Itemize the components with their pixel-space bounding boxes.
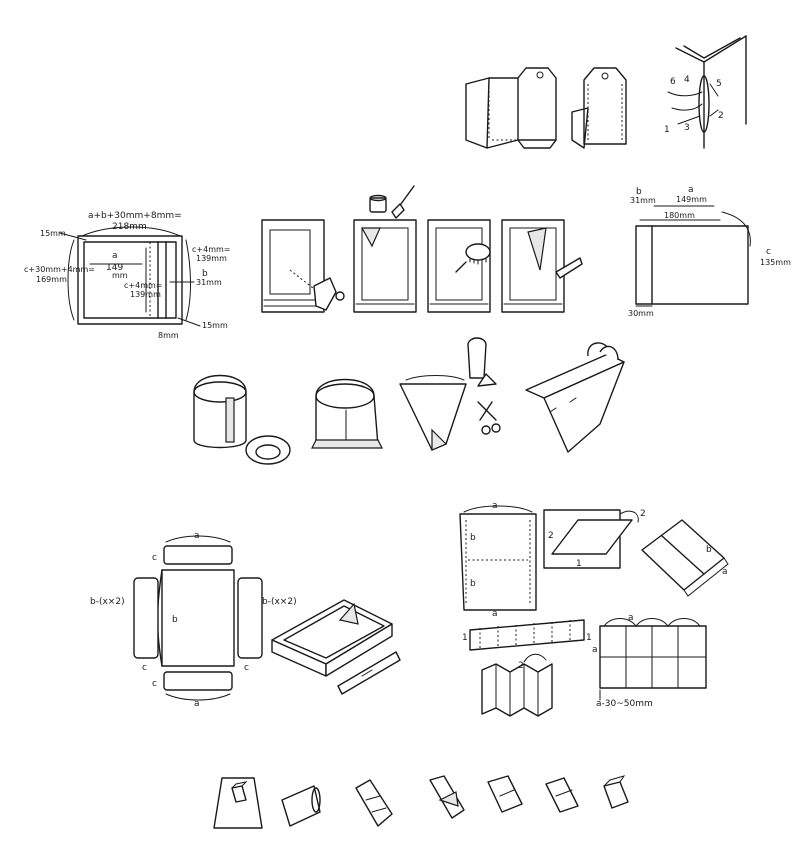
cover-a-letter: a — [688, 185, 694, 195]
tube-and-tape — [193, 374, 291, 465]
box-plan-corner-bottom: 15mm — [202, 321, 228, 330]
fold-left-b1: b — [470, 533, 476, 543]
scissors-icon — [477, 401, 501, 435]
binding-stitch: 6 4 5 2 1 3 — [664, 35, 747, 149]
binding-step-3: 3 — [684, 123, 690, 133]
tray-inner-b: b — [172, 615, 178, 625]
box-plan-inner-formula: c+4mm= — [124, 281, 162, 290]
fold-strip-1b: 1 — [586, 633, 592, 643]
brush-icon — [391, 185, 415, 219]
box-plan-bottom-8: 8mm — [158, 331, 179, 340]
tape-roll-icon — [245, 435, 291, 465]
tray-left-b: b-(x×2) — [90, 597, 125, 607]
box-plan-a-value: 149 — [106, 263, 123, 273]
tray-bottom-c: c — [152, 679, 157, 689]
fold-grid-a: a — [628, 613, 634, 623]
cover-c-value: 135mm — [760, 258, 791, 267]
binding-step-1: 1 — [664, 125, 670, 135]
fold-book-a: a — [722, 567, 728, 577]
tray-bottom-a: a — [194, 699, 200, 709]
glue-pot-icon — [369, 194, 387, 213]
folding-sequence — [213, 775, 629, 829]
fold-step-2b: 2 — [548, 531, 554, 541]
box-plan-left-formula: c+30mm+4mm= — [24, 265, 95, 274]
binding-step-2: 2 — [718, 111, 724, 121]
tray-net: a c a b-(x×2) b b-(x×2) c c c a — [90, 531, 297, 709]
fold-grid-a-side: a — [592, 645, 598, 655]
tray-top-c: c — [152, 553, 157, 563]
strap-piece-icon — [467, 337, 487, 379]
cone-cut — [399, 337, 501, 451]
cover-b-letter: b — [636, 187, 642, 197]
fold-strip-1: 1 — [462, 633, 468, 643]
box-plan-b-value: 31mm — [196, 278, 222, 287]
fold-left-b2: b — [470, 579, 476, 589]
box-plan-b-letter: b — [202, 269, 208, 279]
tube-cover — [311, 378, 383, 449]
gluing-steps — [261, 185, 583, 313]
fold-left-a: a — [492, 609, 498, 619]
fold-book-b: b — [706, 545, 712, 555]
cover-b-value: 31mm — [630, 196, 656, 205]
box-plan-corner-top: 15mm — [40, 229, 66, 238]
box-net — [465, 67, 557, 149]
fold-step-2a: 2 — [640, 509, 646, 519]
cover-top-value: 180mm — [664, 211, 695, 220]
tag-piece — [571, 67, 627, 149]
cutter-icon — [555, 257, 583, 279]
box-plan: a+b+30mm+8mm= 218mm 15mm a 149 mm c+30mm… — [24, 211, 230, 340]
assembled-tray — [271, 599, 401, 695]
binding-step-5: 5 — [716, 79, 722, 89]
bag-shape — [525, 342, 625, 453]
tray-right-b: b-(x×2) — [262, 597, 297, 607]
binding-step-6: 6 — [670, 77, 676, 87]
cover-a-value: 149mm — [676, 195, 707, 204]
binding-step-4: 4 — [684, 75, 690, 85]
glue-bottle-icon — [313, 277, 345, 311]
tray-bottom-c-right: c — [244, 663, 249, 673]
box-plan-right-formula: c+4mm= — [192, 245, 230, 254]
scrub-brush-icon — [455, 243, 491, 273]
fold-step-1: 1 — [576, 559, 582, 569]
cover-bottom-value: 30mm — [628, 309, 654, 318]
fold-grid-note: a-30~50mm — [596, 699, 653, 709]
cover-sheet: b 31mm a 149mm 180mm c 135mm 30mm — [628, 185, 791, 318]
box-plan-top-formula: a+b+30mm+8mm= — [88, 211, 182, 221]
cover-c-letter: c — [766, 247, 771, 257]
folding-steps: a b b a 2 2 1 b a 1 1 2 a a a — [459, 501, 729, 717]
box-plan-a-unit: mm — [112, 271, 128, 280]
box-plan-a-letter: a — [112, 251, 118, 261]
box-plan-right-value: 139mm — [196, 254, 227, 263]
box-plan-left-total: 169mm — [36, 275, 67, 284]
tray-bottom-c-left: c — [142, 663, 147, 673]
